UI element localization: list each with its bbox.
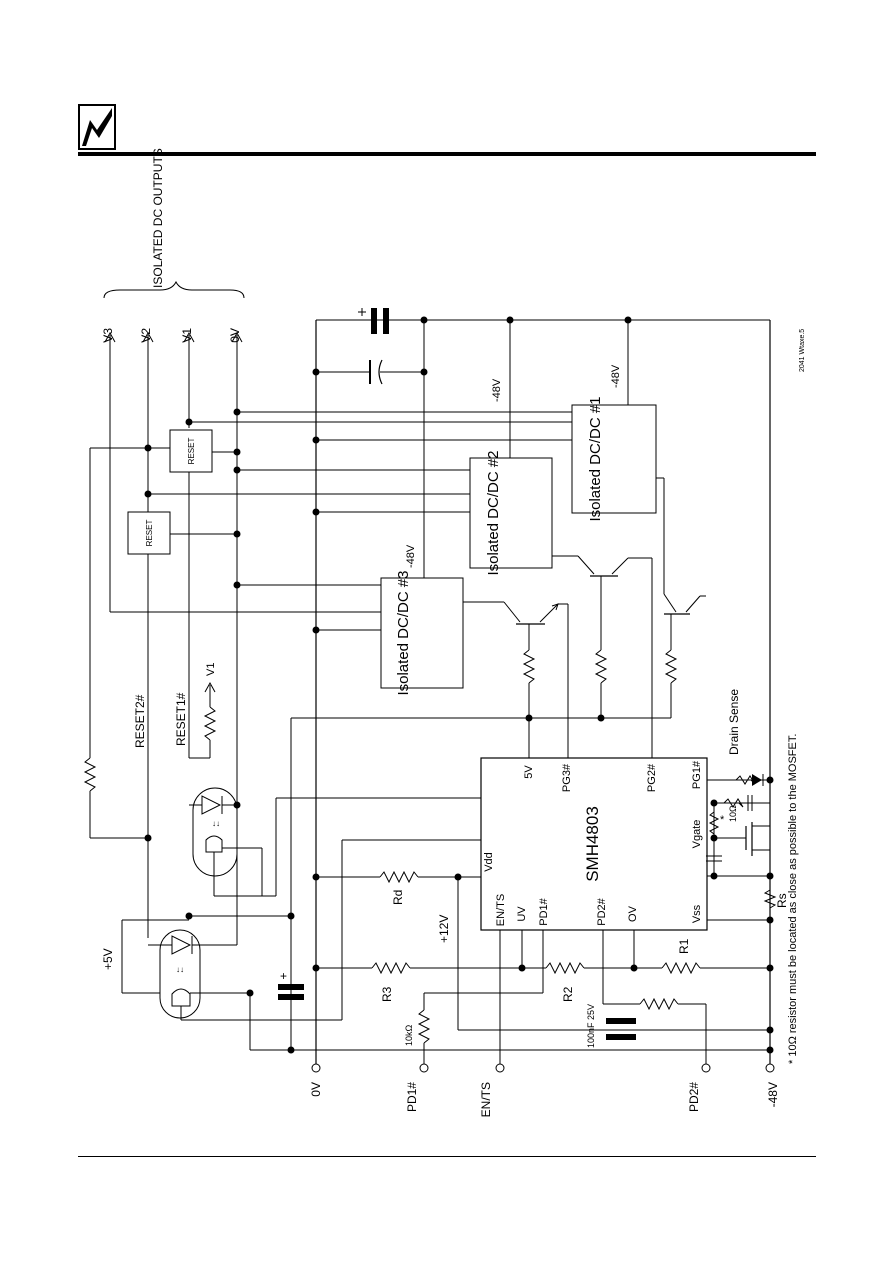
transistor-q2 [552, 555, 653, 758]
rails-p5v-label: +5V [101, 948, 115, 970]
chip-pins-3-label: PG1# [691, 760, 703, 789]
converters-c1-label: Isolated DC/DC #1 [587, 396, 604, 521]
converters-neg48-label: -48V [491, 378, 503, 402]
junction-dots [144, 316, 774, 1054]
outputs-brace [103, 280, 245, 299]
chip-pins-10-label: EN/TS [495, 894, 507, 926]
chip-pins-6-label: OV [627, 905, 639, 922]
outputs-v3-label: V3 [101, 328, 115, 343]
terminals-pd2-label: PD2# [687, 1082, 701, 1112]
converter-3: Isolated DC/DC #3 [380, 570, 464, 696]
reset-box-1: RESET [169, 429, 213, 473]
terminals-neg48-label: -48V [766, 1082, 780, 1107]
optocoupler-2: ↓↓ [148, 839, 481, 1021]
label-label: ↓↓ [212, 819, 220, 828]
chip-pins-11-label: Vdd [483, 852, 495, 872]
footnote-text: * 10Ω resistor must be located as close … [787, 734, 799, 1064]
mosfet-section [706, 774, 777, 921]
bottom-terminals [311, 1050, 775, 1073]
converters-neg48-label: -48V [610, 364, 622, 388]
terminals-zero-label: 0V [309, 1082, 323, 1097]
outputs-header-label: ISOLATED DC OUTPUTS [151, 148, 165, 288]
outputs-v2-label: V2 [139, 328, 153, 343]
components-rd-label: Rd [391, 890, 405, 905]
resets-box-label: RESET [145, 520, 154, 547]
resets-reset1-label: RESET1# [174, 692, 188, 746]
chip-pins-7-label: PD2# [596, 897, 608, 925]
components-star-label: * [720, 814, 725, 826]
converter-1: Isolated DC/DC #1 [571, 396, 657, 522]
smh4803-chip: SMH4803 5V PG3# PG2# PG1# Vgate Vss OV P… [480, 757, 708, 931]
optocoupler-1: ↓↓ [189, 787, 481, 897]
chip-pins-0-label: 5V [523, 765, 535, 779]
resets-reset2-label: RESET2# [133, 694, 147, 748]
chip-pins-2-label: PG2# [646, 763, 658, 792]
footer-rule [78, 1156, 816, 1157]
components-r1-label: R1 [677, 938, 691, 954]
components-r2-label: R2 [561, 986, 575, 1002]
resets-box-label: RESET [187, 438, 196, 465]
converter-2: Isolated DC/DC #2 [469, 450, 553, 576]
chip-name-label: SMH4803 [583, 806, 602, 882]
chip-pins-5-label: Vss [691, 904, 703, 923]
company-logo [78, 104, 116, 150]
terminals-ents-label: EN/TS [479, 1082, 493, 1117]
outputs-v1-label: V1 [180, 328, 194, 343]
converters-neg48-label: -48V [405, 544, 417, 568]
resets-v1_arrow-label: V1 [205, 663, 217, 676]
converters-c2-label: Isolated DC/DC #2 [485, 450, 502, 575]
chip-pins-1-label: PG3# [561, 763, 573, 792]
chip-pins-9-label: UV [516, 906, 528, 922]
output-rails [104, 331, 243, 945]
converter-output-wires [110, 411, 572, 631]
input-capacitors [316, 308, 424, 385]
capacitor-100nf [606, 1018, 636, 1024]
chip-pins-8-label: PD1# [538, 897, 550, 925]
label-label: ↓↓ [176, 965, 184, 974]
chip-pins-4-label: Vgate [691, 820, 703, 849]
components-r3-label: R3 [380, 986, 394, 1002]
reset-box-2: RESET [127, 511, 171, 555]
transistor-q3 [463, 601, 569, 758]
components-r10-label: 10Ω [728, 805, 738, 822]
components-r10k-label: 10kΩ [404, 1024, 414, 1046]
components-cap-label: 100nF 25V [586, 1004, 596, 1048]
rails-p12v-label: +12V [437, 915, 451, 943]
header-rule [78, 152, 816, 156]
components-rs-label: Rs [775, 893, 789, 908]
terminals-pd1-label: PD1# [405, 1082, 419, 1112]
electrolytic-capacitor-5v: + [278, 969, 304, 1000]
transistor-q1 [656, 477, 706, 718]
rails-drain_sense-label: Drain Sense [727, 689, 741, 755]
outputs-zero-label: 0V [228, 328, 242, 343]
figure-code: 2041 Wtaxe.5 [799, 329, 806, 372]
label-label: + [280, 969, 287, 983]
converters-c3-label: Isolated DC/DC #3 [395, 570, 412, 695]
